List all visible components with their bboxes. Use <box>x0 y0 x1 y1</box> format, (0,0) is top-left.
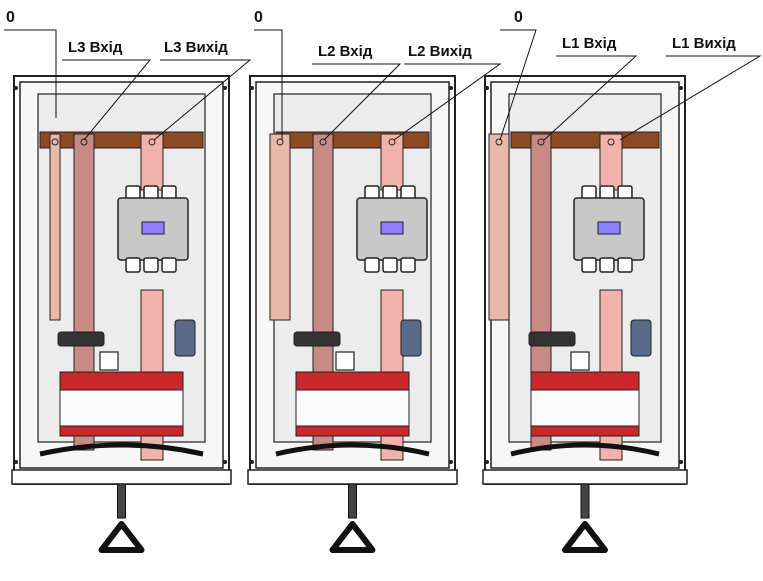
bolt-icon <box>607 138 615 146</box>
mounting-hole <box>223 460 227 464</box>
breaker-band-lower <box>530 425 640 437</box>
mounting-hole <box>449 86 453 90</box>
input-bar <box>312 133 334 451</box>
cabinet-l3 <box>11 75 232 553</box>
leader-line <box>543 55 638 141</box>
breaker-band-lower <box>295 425 410 437</box>
leader-line <box>393 63 502 141</box>
mounting-hole <box>679 86 683 90</box>
leader-line <box>153 59 252 141</box>
contactor-indicator <box>597 221 621 235</box>
bolt-icon <box>319 138 327 146</box>
breaker-band <box>530 371 640 391</box>
neutral-label: 0 <box>514 9 523 26</box>
contactor-terminal-bottom <box>617 257 633 273</box>
input-label: L1 Вхід <box>562 35 617 52</box>
mounting-hole <box>485 86 489 90</box>
output-bar-top <box>599 133 623 191</box>
cable-bundle <box>39 442 204 457</box>
terminal-box <box>335 351 355 371</box>
cabinet-base <box>482 469 688 485</box>
neutral-label: 0 <box>254 9 263 26</box>
breaker-band <box>295 371 410 391</box>
cable-clamp <box>528 331 576 347</box>
terminal-box <box>99 351 119 371</box>
output-bar-top <box>140 133 164 191</box>
neutral-bar <box>49 133 61 321</box>
bolt-icon <box>537 138 545 146</box>
contactor-terminal-bottom <box>125 257 141 273</box>
leader-line <box>499 29 537 141</box>
cable-clamp <box>57 331 105 347</box>
mounting-hole <box>485 460 489 464</box>
handle-stem <box>580 483 590 519</box>
contactor-terminal-bottom <box>143 257 159 273</box>
copper-busbar <box>39 131 204 149</box>
leader-line <box>312 63 402 141</box>
input-label: L2 Вхід <box>318 43 373 60</box>
output-label: L2 Вихід <box>408 43 472 60</box>
handle-grip <box>562 521 608 553</box>
input-label: L3 Вхід <box>68 39 123 56</box>
breaker-body <box>530 389 640 427</box>
output-label: L3 Вихід <box>164 39 228 56</box>
handle-stem <box>117 483 126 519</box>
contactor-indicator <box>380 221 404 235</box>
bolt-icon <box>51 138 59 146</box>
cable-clamp <box>293 331 341 347</box>
cable-bundle <box>275 442 430 457</box>
handle-grip <box>98 521 145 553</box>
cabinet-l2 <box>247 75 458 553</box>
bolt-icon <box>276 138 284 146</box>
side-meter <box>174 319 196 357</box>
mounting-hole <box>250 460 254 464</box>
handle-stem <box>348 483 357 519</box>
mounting-hole <box>679 460 683 464</box>
mounting-hole <box>223 86 227 90</box>
bolt-icon <box>495 138 503 146</box>
contactor-indicator <box>141 221 165 235</box>
contactor-terminal-bottom <box>364 257 380 273</box>
mounting-hole <box>449 460 453 464</box>
side-meter <box>630 319 652 357</box>
bolt-icon <box>388 138 396 146</box>
cabinet-l1 <box>482 75 688 553</box>
cabinet-base <box>247 469 458 485</box>
neutral-bar <box>488 133 510 321</box>
output-label: L1 Вихід <box>672 35 736 52</box>
leader-line <box>62 59 152 141</box>
cabinet-base <box>11 469 232 485</box>
breaker-body <box>295 389 410 427</box>
neutral-bar <box>269 133 291 321</box>
contactor-terminal-bottom <box>581 257 597 273</box>
leader-line <box>4 29 57 118</box>
contactor-terminal-bottom <box>400 257 416 273</box>
breaker-body <box>59 389 184 427</box>
contactor-terminal-bottom <box>599 257 615 273</box>
mounting-hole <box>14 86 18 90</box>
copper-busbar <box>275 131 430 149</box>
leader-line <box>254 29 283 140</box>
side-meter <box>400 319 422 357</box>
contactor-terminal-bottom <box>161 257 177 273</box>
neutral-label: 0 <box>6 9 15 26</box>
breaker-band <box>59 371 184 391</box>
breaker-band-lower <box>59 425 184 437</box>
mounting-hole <box>250 86 254 90</box>
contactor-terminal-bottom <box>382 257 398 273</box>
output-bar-top <box>380 133 404 191</box>
leader-line <box>619 55 762 141</box>
labels: 0 L3 Вхід L3 Вихід 0 L2 Вхід L2 Вихід 0 L1 Вхід… <box>4 9 762 141</box>
bolt-icon <box>80 138 88 146</box>
mounting-hole <box>14 460 18 464</box>
input-bar <box>73 133 95 451</box>
cable-bundle <box>510 442 660 457</box>
handle-grip <box>329 521 376 553</box>
terminal-box <box>570 351 590 371</box>
bolt-icon <box>148 138 156 146</box>
